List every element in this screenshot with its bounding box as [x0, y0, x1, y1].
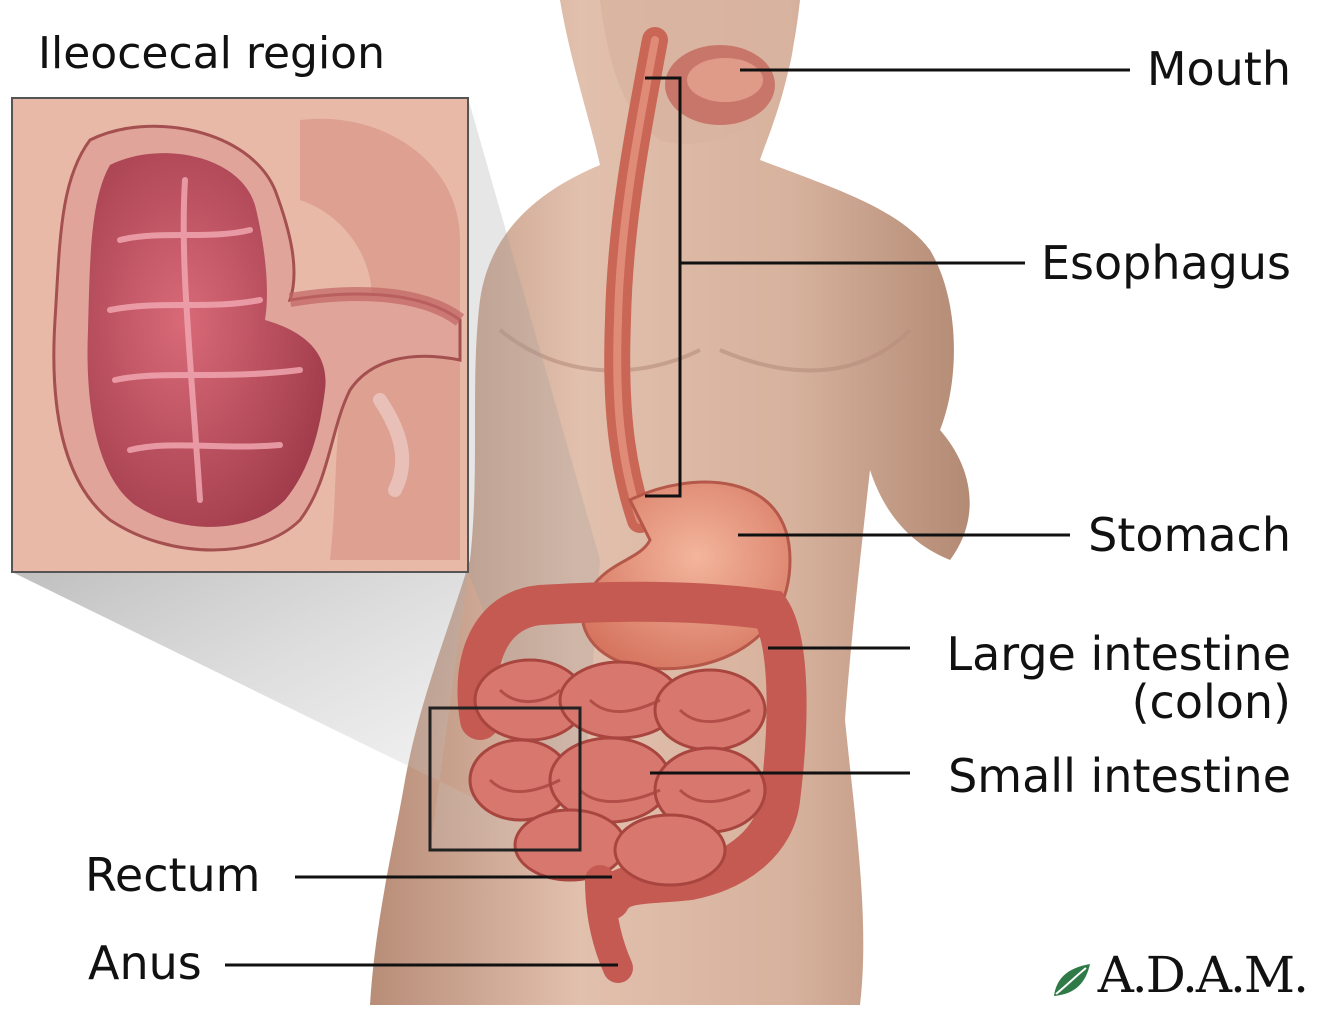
- label-large-intestine-line2: (colon): [946, 678, 1291, 726]
- label-large-intestine-line1: Large intestine: [946, 630, 1291, 678]
- adam-logo: A.D.A.M.: [1050, 950, 1307, 1000]
- leaf-icon: [1050, 960, 1094, 1000]
- label-large-intestine: Large intestine (colon): [946, 630, 1291, 726]
- label-rectum: Rectum: [85, 852, 261, 898]
- label-anus: Anus: [88, 940, 202, 986]
- label-small-intestine: Small intestine: [948, 753, 1291, 799]
- logo-text: A.D.A.M.: [1098, 950, 1307, 1000]
- label-mouth: Mouth: [1147, 46, 1291, 92]
- inset-illustration: [54, 119, 460, 560]
- label-esophagus: Esophagus: [1041, 240, 1291, 286]
- tongue: [687, 58, 763, 102]
- inset-title: Ileocecal region: [38, 32, 385, 76]
- label-stomach: Stomach: [1088, 512, 1291, 558]
- rectum-organ: [600, 880, 618, 968]
